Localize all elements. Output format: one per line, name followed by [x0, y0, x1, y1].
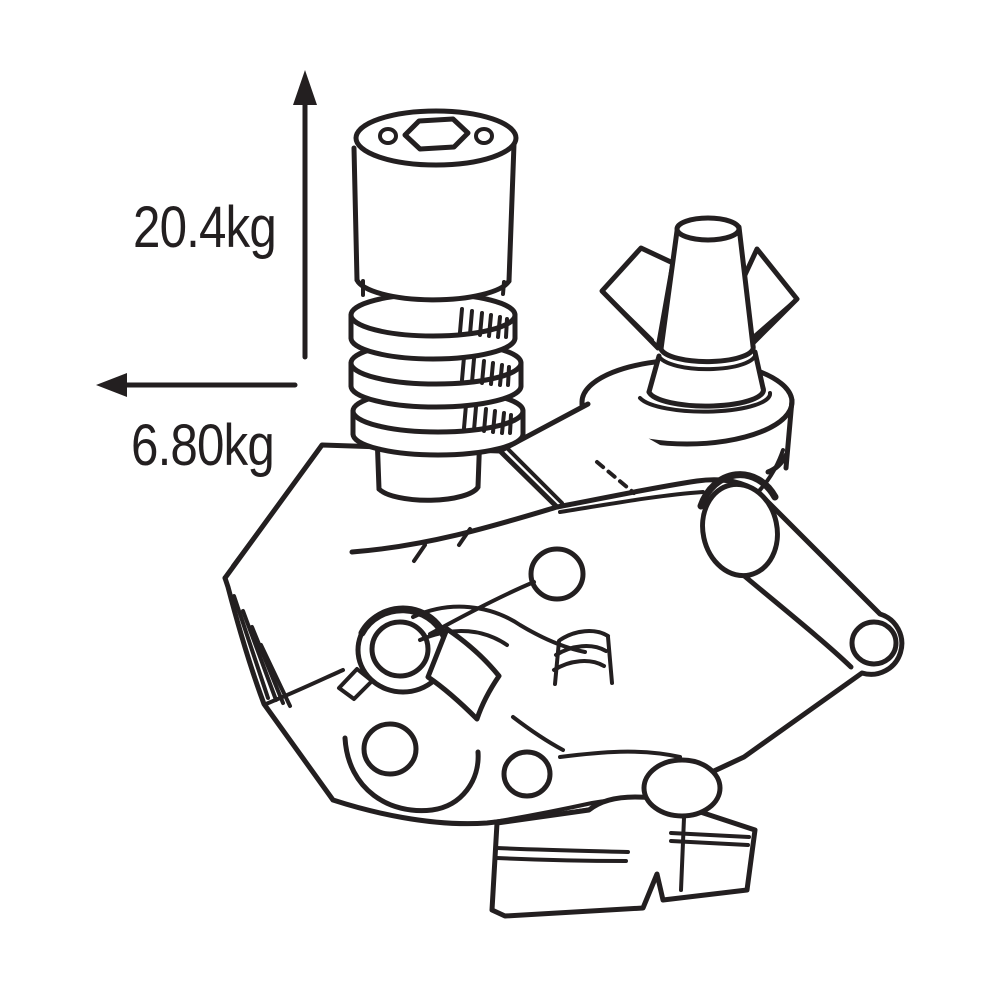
stud-adapter-icon: [348, 108, 526, 503]
pivot-bolt-icon: [697, 471, 780, 579]
coil-spring-icon: [552, 629, 614, 686]
knurl-hatching-ring2: [460, 355, 511, 387]
lower-boss-icon: [641, 757, 723, 819]
horizontal-load-label: 6.80kg: [131, 413, 275, 478]
knurl-hatching-ring3: [462, 403, 513, 435]
clamp-body-icon: [222, 401, 905, 827]
wing-nut-assembly-icon: [579, 215, 800, 475]
link-arm-icon: [739, 571, 899, 670]
horizontal-load-arrow: [96, 373, 298, 397]
vertical-load-label: 20.4kg: [133, 195, 277, 260]
hex-socket-icon: [402, 116, 471, 152]
knurl-hatching-ring1: [458, 307, 509, 339]
clamp-jaws-icon: [337, 546, 682, 814]
vertical-load-arrow: [293, 70, 317, 360]
